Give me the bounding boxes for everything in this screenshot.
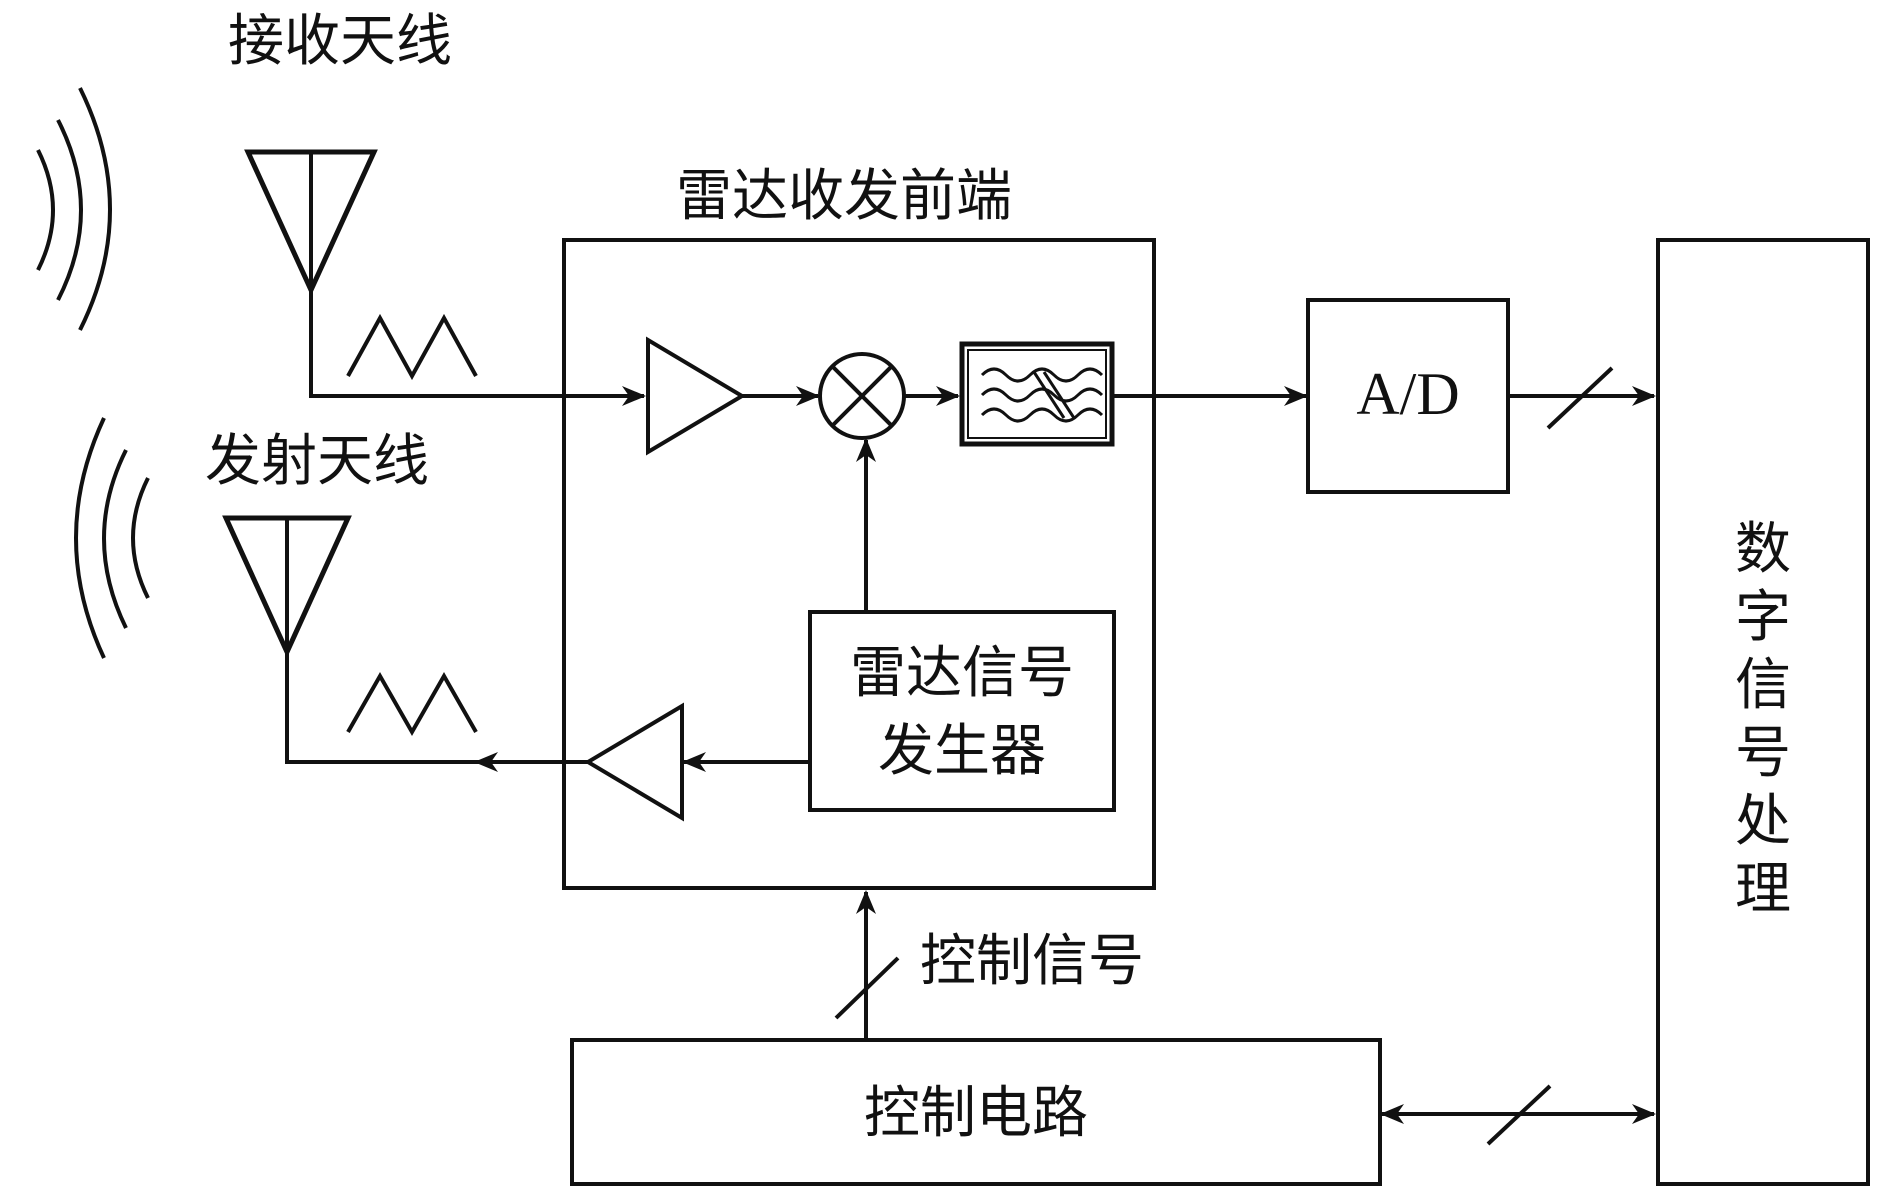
dsp-label: 数字信号处理 (1735, 517, 1791, 922)
tx-feed-line (285, 652, 476, 764)
control-signal-label: 控制信号 (920, 929, 1144, 994)
frontend-label: 雷达收发前端 (676, 164, 1012, 229)
control-circuit-label: 控制电路 (864, 1081, 1088, 1146)
tx-wave-icon (74, 417, 150, 659)
tx-antenna-label: 发射天线 (205, 429, 429, 494)
rx-antenna-icon (244, 149, 378, 297)
rx-feed-line (309, 290, 646, 406)
signal-generator-box (808, 610, 1116, 812)
tx-amplifier-icon (584, 702, 684, 822)
tx-waveform-icon (346, 671, 478, 737)
control-circuit-box (570, 1038, 1382, 1186)
dsp-box (1656, 238, 1870, 1186)
adc-label: A/D (1356, 361, 1459, 427)
signal-generator-label-1: 雷达信号 (850, 641, 1074, 706)
rx-antenna-label: 接收天线 (228, 9, 452, 74)
tx-antenna-icon (222, 515, 352, 659)
adc-bus-slash-icon (1546, 366, 1614, 430)
rx-waveform-icon (346, 313, 478, 381)
adc-box (1306, 298, 1510, 494)
signal-generator-label-2: 发生器 (878, 719, 1046, 784)
rx-wave-icon (36, 87, 112, 331)
dsp-bus-slash-icon (1486, 1084, 1552, 1146)
control-bus-slash-icon (834, 956, 900, 1020)
rx-amplifier-icon (646, 336, 746, 456)
svg-text:数字信号处理: 数字信号处理 (1735, 517, 1791, 922)
